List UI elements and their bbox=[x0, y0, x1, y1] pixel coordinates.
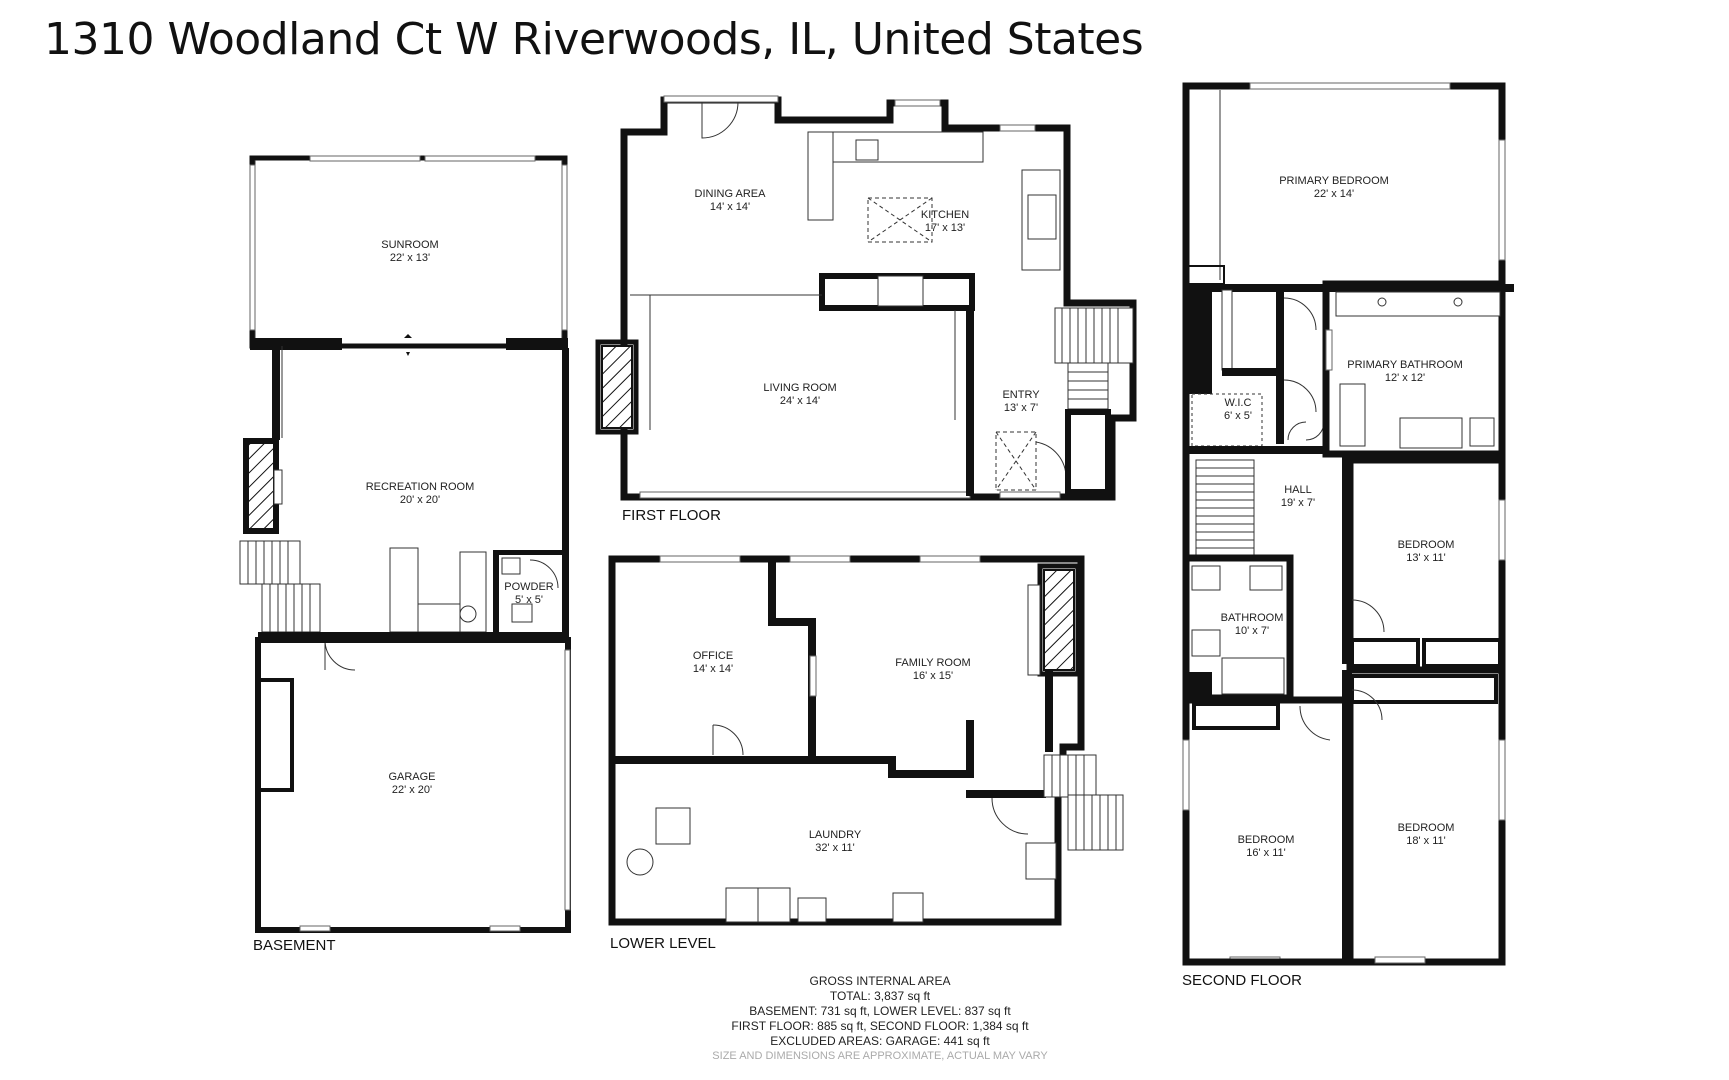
room-dimensions: 14' x 14' bbox=[710, 201, 750, 213]
floor-label-lower-level: LOWER LEVEL bbox=[610, 935, 716, 952]
room-dimensions: 16' x 11' bbox=[1246, 847, 1285, 859]
room-name: LAUNDRY bbox=[809, 829, 862, 841]
room-name: KITCHEN bbox=[921, 209, 969, 221]
floor-label-basement: BASEMENT bbox=[253, 937, 336, 954]
disclaimer: SIZE AND DIMENSIONS ARE APPROXIMATE, ACT… bbox=[712, 1050, 1048, 1062]
room-name: OFFICE bbox=[693, 650, 733, 662]
room-dimensions: 32' x 11' bbox=[815, 842, 854, 854]
room-name: BEDROOM bbox=[1398, 539, 1455, 551]
room-name: ENTRY bbox=[1002, 389, 1040, 401]
room-name: LIVING ROOM bbox=[763, 382, 836, 394]
room-dimensions: 12' x 12' bbox=[1385, 372, 1425, 384]
room-name: PRIMARY BATHROOM bbox=[1347, 359, 1463, 371]
room-name: DINING AREA bbox=[695, 188, 767, 200]
room-labels: SUNROOM 22' x 13' RECREATION ROOM 20' x … bbox=[366, 175, 1463, 859]
room-dimensions: 24' x 14' bbox=[780, 395, 820, 407]
room-dimensions: 22' x 20' bbox=[392, 784, 432, 796]
area-line: FIRST FLOOR: 885 sq ft, SECOND FLOOR: 1,… bbox=[731, 1019, 1029, 1033]
room-dimensions: 18' x 11' bbox=[1406, 835, 1445, 847]
room-dimensions: 6' x 5' bbox=[1224, 410, 1252, 422]
room-name: BATHROOM bbox=[1221, 612, 1284, 624]
area-heading: GROSS INTERNAL AREA bbox=[809, 974, 951, 988]
room-dimensions: 22' x 14' bbox=[1314, 188, 1354, 200]
lower-level-plan bbox=[608, 555, 1124, 926]
area-summary: GROSS INTERNAL AREA TOTAL: 3,837 sq ft B… bbox=[620, 974, 1140, 1064]
room-dimensions: 16' x 15' bbox=[913, 670, 953, 682]
basement-plan bbox=[239, 155, 571, 933]
floor-label-second-floor: SECOND FLOOR bbox=[1182, 972, 1302, 989]
area-excluded: EXCLUDED AREAS: GARAGE: 441 sq ft bbox=[770, 1034, 990, 1048]
room-dimensions: 13' x 11' bbox=[1406, 552, 1445, 564]
room-dimensions: 20' x 20' bbox=[400, 494, 440, 506]
area-line: BASEMENT: 731 sq ft, LOWER LEVEL: 837 sq… bbox=[749, 1004, 1011, 1018]
room-name: BEDROOM bbox=[1238, 834, 1295, 846]
first-floor-plan bbox=[595, 95, 1137, 501]
area-total: TOTAL: 3,837 sq ft bbox=[829, 989, 931, 1003]
room-dimensions: 13' x 7' bbox=[1004, 402, 1038, 414]
listing-address-title: 1310 Woodland Ct W Riverwoods, IL, Unite… bbox=[44, 14, 1144, 65]
room-dimensions: 5' x 5' bbox=[515, 594, 543, 606]
room-name: W.I.C bbox=[1225, 397, 1252, 409]
room-name: BEDROOM bbox=[1398, 822, 1455, 834]
room-name: RECREATION ROOM bbox=[366, 481, 475, 493]
room-name: POWDER bbox=[504, 581, 554, 593]
second-floor-plan bbox=[1182, 82, 1514, 966]
room-dimensions: 14' x 14' bbox=[693, 663, 733, 675]
room-name: PRIMARY BEDROOM bbox=[1279, 175, 1389, 187]
room-name: FAMILY ROOM bbox=[895, 657, 970, 669]
floor-label-first-floor: FIRST FLOOR bbox=[622, 507, 721, 524]
room-name: GARAGE bbox=[388, 771, 435, 783]
room-dimensions: 22' x 13' bbox=[390, 252, 430, 264]
room-dimensions: 19' x 7' bbox=[1281, 497, 1315, 509]
room-dimensions: 10' x 7' bbox=[1235, 625, 1269, 637]
room-dimensions: 17' x 13' bbox=[925, 222, 965, 234]
room-name: HALL bbox=[1284, 484, 1312, 496]
room-name: SUNROOM bbox=[381, 239, 438, 251]
